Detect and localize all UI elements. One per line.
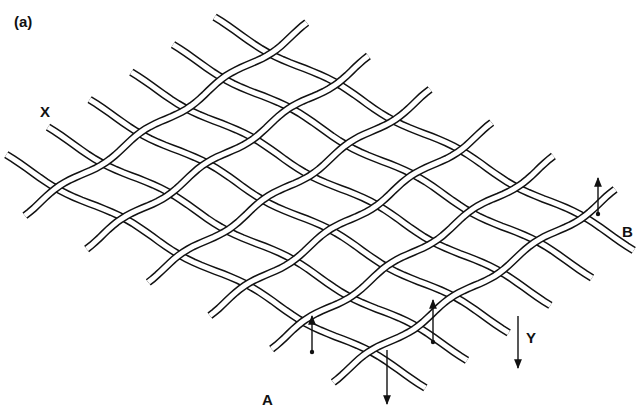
strand-body xyxy=(210,123,492,316)
point-label: A xyxy=(262,392,273,407)
strand-body xyxy=(333,189,615,382)
strand-outline xyxy=(25,23,307,216)
strand-body xyxy=(148,89,430,282)
strand-outline xyxy=(210,123,492,316)
strand-body xyxy=(272,156,554,349)
point-label: B xyxy=(622,224,633,239)
point-label: X xyxy=(40,104,50,119)
strand-outline xyxy=(87,56,369,249)
strand-outline xyxy=(148,89,430,282)
mesh-strands xyxy=(6,17,633,388)
panel-label: (a) xyxy=(14,14,32,29)
displacement-arrows xyxy=(310,178,600,404)
point-label: Y xyxy=(526,330,536,345)
strand-outline xyxy=(333,189,615,382)
strand-body xyxy=(25,23,307,216)
strand-outline xyxy=(272,156,554,349)
strand-body xyxy=(87,56,369,249)
